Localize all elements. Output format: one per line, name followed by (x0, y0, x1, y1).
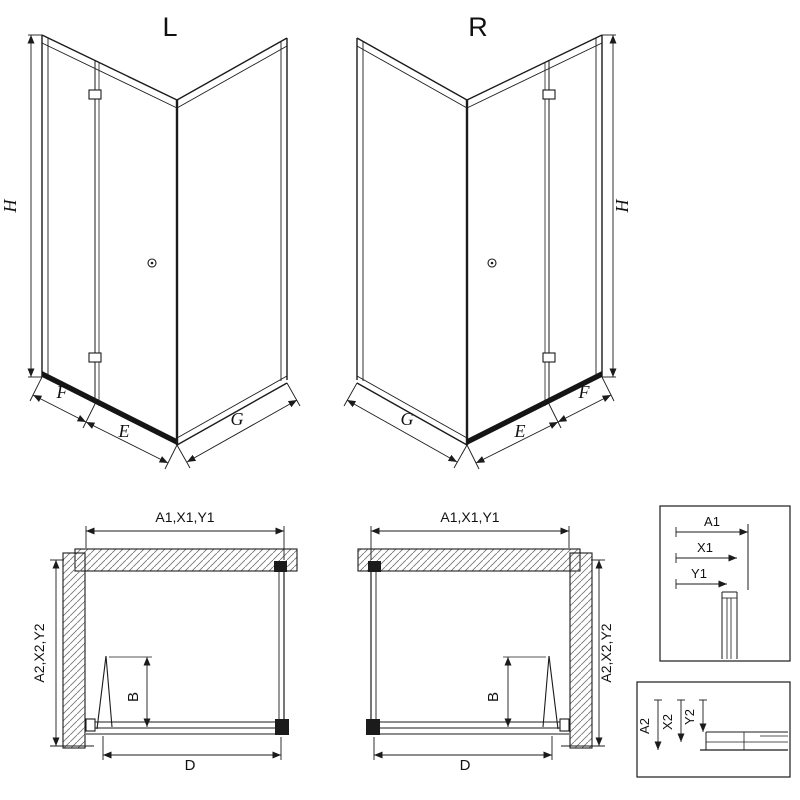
corner-post-section (275, 719, 289, 735)
plan-left-dimensions: B A1,X1,Y1 A2,X2,Y2 D (31, 509, 285, 774)
detail-wall-profile: A1 X1 Y1 (659, 505, 791, 662)
wall-profile-section (368, 561, 381, 572)
detail-label-a1: A1 (704, 514, 720, 529)
dim-label-a2x2y2: A2,X2,Y2 (31, 623, 47, 682)
detail-box (636, 681, 791, 778)
hinge-top (88, 89, 102, 100)
hinge-profile (559, 718, 570, 732)
detail-label-x2: X2 (660, 714, 675, 730)
dim-label-b: B (485, 692, 502, 702)
dim-label-a2x2y2: A2,X2,Y2 (598, 623, 614, 682)
dim-label-g: G (231, 409, 244, 429)
plan-left: B A1,X1,Y1 A2,X2,Y2 D (31, 509, 298, 774)
detail-label-a2: A2 (637, 718, 652, 734)
detail-floor-profile: A2 X2 Y2 (636, 681, 791, 778)
detail-label-y1: Y1 (691, 566, 707, 581)
door-knob-dot (490, 261, 494, 265)
wall-profile-section (274, 561, 287, 572)
dim-label-e: E (514, 421, 526, 441)
room-wall-left (62, 552, 86, 749)
wall-profile-drawing (721, 591, 738, 659)
room-wall-top (357, 548, 581, 572)
corner-post-section (366, 719, 380, 735)
dim-label-d: D (460, 757, 471, 774)
variant-label-left: L (162, 12, 177, 42)
folded-door-leaf (105, 655, 113, 728)
dim-label-e: E (118, 421, 130, 441)
right-dimensions: H F E G (343, 34, 632, 470)
detail-label-x1: X1 (697, 540, 713, 555)
left-fixed-wall (175, 37, 288, 446)
plan-left-glass (85, 561, 289, 735)
hinge-bottom (88, 352, 102, 363)
view-3d-right: R H (343, 12, 632, 470)
door-knob-dot (150, 261, 154, 265)
right-fixed-wall (356, 37, 469, 446)
floor-profile-drawing (700, 731, 788, 751)
detail-label-y2: Y2 (682, 709, 697, 725)
dim-label-f: F (56, 382, 69, 402)
left-dimensions: H F E G (0, 34, 301, 470)
folded-door-leaf (542, 655, 550, 728)
hinge-bottom (542, 352, 556, 363)
room-wall-top (74, 548, 298, 572)
plan-right-dimensions: B A1,X1,Y1 A2,X2,Y2 D (370, 509, 614, 774)
hinge-top (542, 89, 556, 100)
variant-label-right: R (468, 12, 488, 42)
dim-label-a1x1y1: A1,X1,Y1 (440, 509, 499, 525)
dim-label-b: B (125, 692, 142, 702)
folded-door-leaf (548, 655, 559, 730)
hinge-profile (85, 718, 96, 732)
dim-label-a1x1y1: A1,X1,Y1 (155, 509, 214, 525)
room-wall-right (569, 552, 593, 749)
plan-right-glass (366, 561, 570, 735)
dim-label-height: H (612, 199, 632, 214)
dim-label-f: F (578, 382, 591, 402)
view-3d-left: L H (0, 12, 301, 470)
plan-right: B A1,X1,Y1 A2,X2,Y2 D (357, 509, 614, 774)
folded-door-leaf (96, 655, 107, 730)
dim-label-d: D (185, 757, 196, 774)
dim-label-height: H (0, 199, 20, 214)
detail-box (659, 505, 791, 662)
dim-label-g: G (401, 409, 414, 429)
